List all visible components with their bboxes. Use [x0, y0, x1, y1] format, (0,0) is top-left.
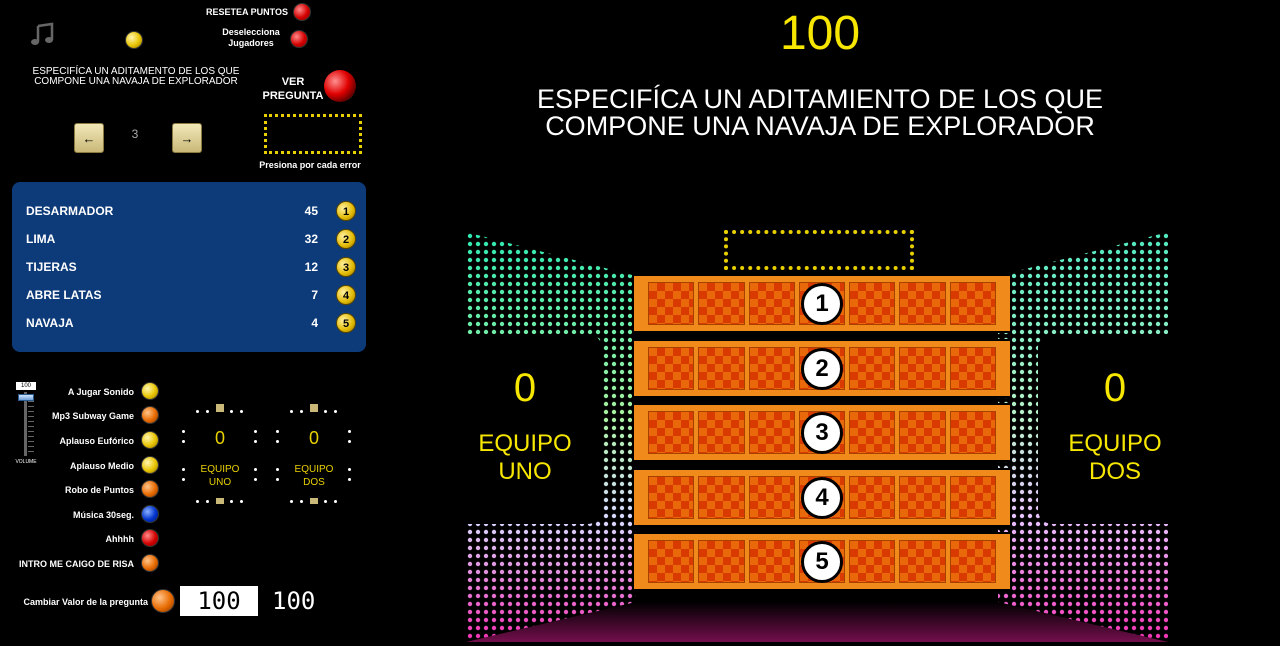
music-toggle-button[interactable] [125, 31, 143, 49]
view-question-label: VER PREGUNTA [262, 76, 324, 102]
sound-button-robo-puntos[interactable] [141, 480, 159, 498]
question-number: 3 [131, 127, 139, 141]
answers-panel: DESARMADOR 45 1 LIMA 32 2 TIJERAS 12 3 A… [12, 182, 366, 352]
sound-button-musica-30seg[interactable] [141, 505, 159, 523]
answer-text: DESARMADOR [26, 204, 114, 218]
mini-team-score: 0 [308, 428, 319, 448]
sound-button-a-jugar[interactable] [141, 382, 159, 400]
volume-label: VOLUME [15, 459, 37, 465]
board-error-box [724, 230, 914, 270]
answer-points: 12 [304, 260, 318, 274]
slot-number: 2 [801, 347, 843, 390]
sound-label: Mp3 Subway Game [51, 411, 134, 421]
answer-text: LIMA [26, 232, 56, 246]
sound-button-aplauso-euforico[interactable] [141, 431, 159, 449]
answer-slot[interactable]: 5 [632, 532, 1012, 591]
sound-label: A Jugar Sonido [67, 387, 134, 397]
question-small-text: ESPECIFÍCA UN ADITAMENTO DE LOS QUE COMP… [32, 66, 240, 87]
slot-number: 5 [801, 540, 843, 583]
reset-points-label: RESETEA PUNTOS [205, 7, 288, 17]
question-value-input[interactable]: 100 [180, 586, 258, 616]
answer-points: 4 [311, 316, 318, 330]
mini-team-name: EQUIPO UNO [200, 464, 240, 488]
answer-slot[interactable]: 1 [632, 274, 1012, 333]
reset-points-button[interactable] [293, 3, 311, 21]
volume-value: 100 [16, 382, 36, 390]
mini-team-name: EQUIPO DOS [294, 464, 334, 488]
answer-points: 32 [304, 232, 318, 246]
answer-row[interactable]: ABRE LATAS 7 4 [26, 285, 356, 305]
sound-button-ahhhh[interactable] [141, 529, 159, 547]
volume-handle[interactable] [18, 394, 34, 401]
team-one-panel[interactable]: 0 EQUIPO UNO [448, 334, 602, 524]
answer-slot[interactable]: 3 [632, 403, 1012, 462]
music-note-icon[interactable] [30, 22, 56, 48]
change-value-label: Cambiar Valor de la pregunta [23, 597, 148, 607]
answer-text: ABRE LATAS [26, 288, 102, 302]
view-question-button[interactable] [324, 70, 356, 102]
answer-points: 7 [311, 288, 318, 302]
mini-team-score: 0 [214, 428, 225, 448]
team-two-name: EQUIPO DOS [1068, 430, 1162, 485]
deselect-players-label: Deselecciona Jugadores [222, 27, 280, 48]
sound-button-aplauso-medio[interactable] [141, 456, 159, 474]
volume-slider[interactable] [16, 392, 36, 456]
team-one-score: 0 [513, 366, 537, 410]
slot-number: 4 [801, 476, 843, 519]
answer-points: 45 [304, 204, 318, 218]
sound-button-subway-game[interactable] [141, 406, 159, 424]
sound-label: Robo de Puntos [65, 485, 134, 495]
next-question-button[interactable]: → [172, 123, 202, 153]
mini-team-two[interactable]: 0 EQUIPO DOS [274, 404, 354, 504]
reveal-answer-button[interactable]: 1 [336, 201, 356, 221]
board-question: ESPECIFÍCA UN ADITAMIENTO DE LOS QUE COM… [536, 84, 1104, 141]
press-each-error-label: Presiona por cada error [259, 160, 361, 170]
sound-label: Ahhhh [105, 534, 135, 544]
prev-question-button[interactable]: ← [74, 123, 104, 153]
sound-label: Aplauso Eufórico [59, 436, 134, 446]
question-value-display: 100 [272, 587, 316, 615]
round-score: 100 [779, 7, 861, 60]
sound-label: Música 30seg. [72, 510, 134, 520]
answer-row[interactable]: NAVAJA 4 5 [26, 313, 356, 333]
error-indicator-box[interactable] [264, 114, 362, 154]
deselect-players-button[interactable] [290, 30, 308, 48]
slot-number: 3 [801, 411, 843, 454]
reveal-answer-button[interactable]: 3 [336, 257, 356, 277]
sound-label: INTRO ME CAIGO DE RISA [18, 559, 134, 569]
answer-text: TIJERAS [26, 260, 77, 274]
answer-slot[interactable]: 2 [632, 339, 1012, 398]
game-stage: 0 EQUIPO UNO 0 EQUIPO DOS [448, 230, 1192, 642]
reveal-answer-button[interactable]: 5 [336, 313, 356, 333]
answer-row[interactable]: LIMA 32 2 [26, 229, 356, 249]
sound-button-intro[interactable] [141, 554, 159, 572]
answer-row[interactable]: DESARMADOR 45 1 [26, 201, 356, 221]
reveal-answer-button[interactable]: 4 [336, 285, 356, 305]
answer-slot[interactable]: 4 [632, 468, 1012, 527]
mini-team-one[interactable]: 0 EQUIPO UNO [180, 404, 260, 504]
reveal-answer-button[interactable]: 2 [336, 229, 356, 249]
change-value-button[interactable] [151, 589, 175, 613]
answer-row[interactable]: TIJERAS 12 3 [26, 257, 356, 277]
sound-label: Aplauso Medio [69, 461, 134, 471]
slot-number: 1 [801, 282, 843, 325]
team-one-name: EQUIPO UNO [478, 430, 572, 485]
team-two-score: 0 [1103, 366, 1127, 410]
answer-text: NAVAJA [26, 316, 74, 330]
team-two-panel[interactable]: 0 EQUIPO DOS [1038, 334, 1192, 524]
